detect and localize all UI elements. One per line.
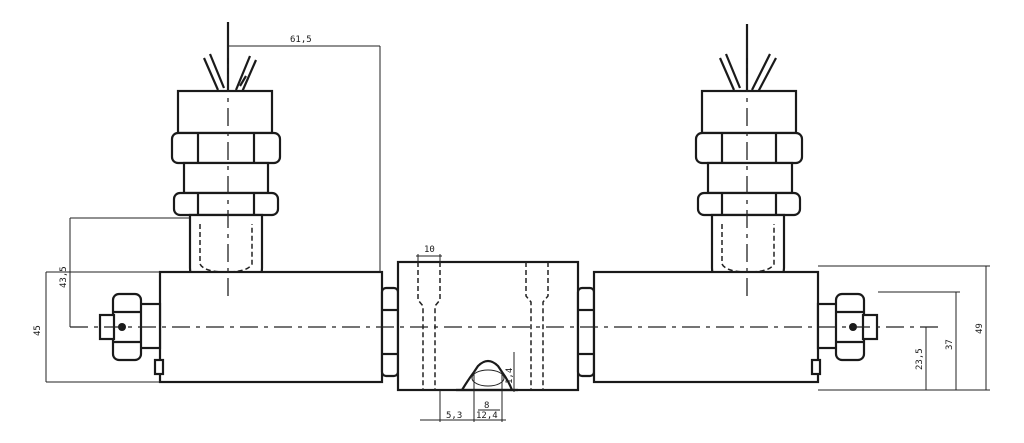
dim-left-height: 45 xyxy=(33,325,43,336)
left-cap xyxy=(176,89,274,135)
dim-slot-width: 10 xyxy=(424,245,435,255)
right-coupling-hex xyxy=(576,286,596,378)
left-coupling-hex xyxy=(380,286,400,378)
right-upper-hex-nut xyxy=(694,131,804,165)
right-cap xyxy=(700,89,798,135)
dim-bottom-c: 8 xyxy=(484,401,489,411)
dim-overall-height-right: 49 xyxy=(975,323,985,334)
right-lower-hex-nut xyxy=(696,191,802,217)
right-end-hex-fitting xyxy=(816,292,879,362)
dim-left-pipe-height: 43,5 xyxy=(59,266,69,288)
dim-bottom-a: 5,3 xyxy=(446,411,462,421)
dim-bottom-b: 12,4 xyxy=(476,411,498,421)
left-sensor-assembly xyxy=(98,22,400,384)
left-upper-hex-nut xyxy=(170,131,282,165)
left-nut-body xyxy=(182,161,270,195)
right-nut-body xyxy=(706,161,794,195)
dim-top-offset: 61,5 xyxy=(290,35,312,45)
dim-center-to-base-right: 23,5 xyxy=(915,348,925,370)
right-wire-leads xyxy=(718,24,777,93)
dim-groove-depth: 1,4 xyxy=(505,368,515,384)
left-lower-hex-nut xyxy=(172,191,280,217)
right-sensor-assembly xyxy=(592,24,879,384)
dimension-lines xyxy=(45,45,990,422)
left-end-hex-fitting xyxy=(98,292,162,362)
dim-center-height-right: 37 xyxy=(945,339,955,350)
center-lines xyxy=(70,40,940,328)
left-wire-leads xyxy=(202,22,258,93)
middle-bottom-groove xyxy=(461,359,514,391)
middle-block xyxy=(396,260,580,392)
